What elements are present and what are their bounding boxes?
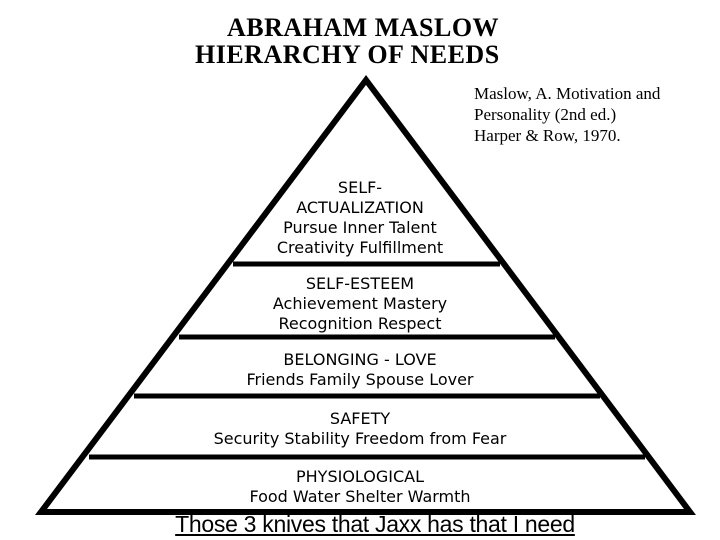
tier-items: Pursue Inner Talent [283, 218, 437, 237]
diagram-title: ABRAHAM MASLOW HIERARCHY OF NEEDS [195, 14, 545, 68]
tier-self-actualization: SELF- ACTUALIZATION Pursue Inner Talent … [0, 178, 720, 258]
tier-physiological: PHYSIOLOGICAL Food Water Shelter Warmth [0, 467, 720, 507]
tier-heading: PHYSIOLOGICAL [295, 467, 424, 486]
citation-line-2: Personality (2nd ed.) [474, 105, 617, 124]
tier-items: Food Water Shelter Warmth [249, 487, 471, 506]
tier-items: Recognition Respect [278, 314, 442, 333]
tier-items: Creativity Fulfillment [276, 238, 444, 257]
citation-line-1: Maslow, A. Motivation and [474, 84, 661, 103]
tier-heading: ACTUALIZATION [296, 198, 424, 217]
tier-items: Friends Family Spouse Lover [246, 370, 474, 389]
tier-safety: SAFETY Security Stability Freedom from F… [0, 409, 720, 449]
tier-self-esteem: SELF-ESTEEM Achievement Mastery Recognit… [0, 274, 720, 334]
tier-heading: SAFETY [329, 409, 391, 428]
tier-heading: BELONGING - LOVE [283, 350, 437, 369]
tier-items: Security Stability Freedom from Fear [213, 429, 507, 448]
tier-heading: SELF- [337, 178, 383, 197]
pyramid-outline [34, 75, 696, 515]
title-line-1: ABRAHAM MASLOW [227, 13, 500, 42]
citation: Maslow, A. Motivation and Personality (2… [474, 83, 714, 146]
tier-items: Achievement Mastery [272, 294, 448, 313]
tier-heading: SELF-ESTEEM [305, 274, 415, 293]
title-line-2: HIERARCHY OF NEEDS [195, 40, 500, 69]
tier-belonging-love: BELONGING - LOVE Friends Family Spouse L… [0, 350, 720, 390]
citation-line-3: Harper & Row, 1970. [474, 126, 621, 145]
meme-caption: Those 3 knives that Jaxx has that I need [175, 511, 575, 537]
